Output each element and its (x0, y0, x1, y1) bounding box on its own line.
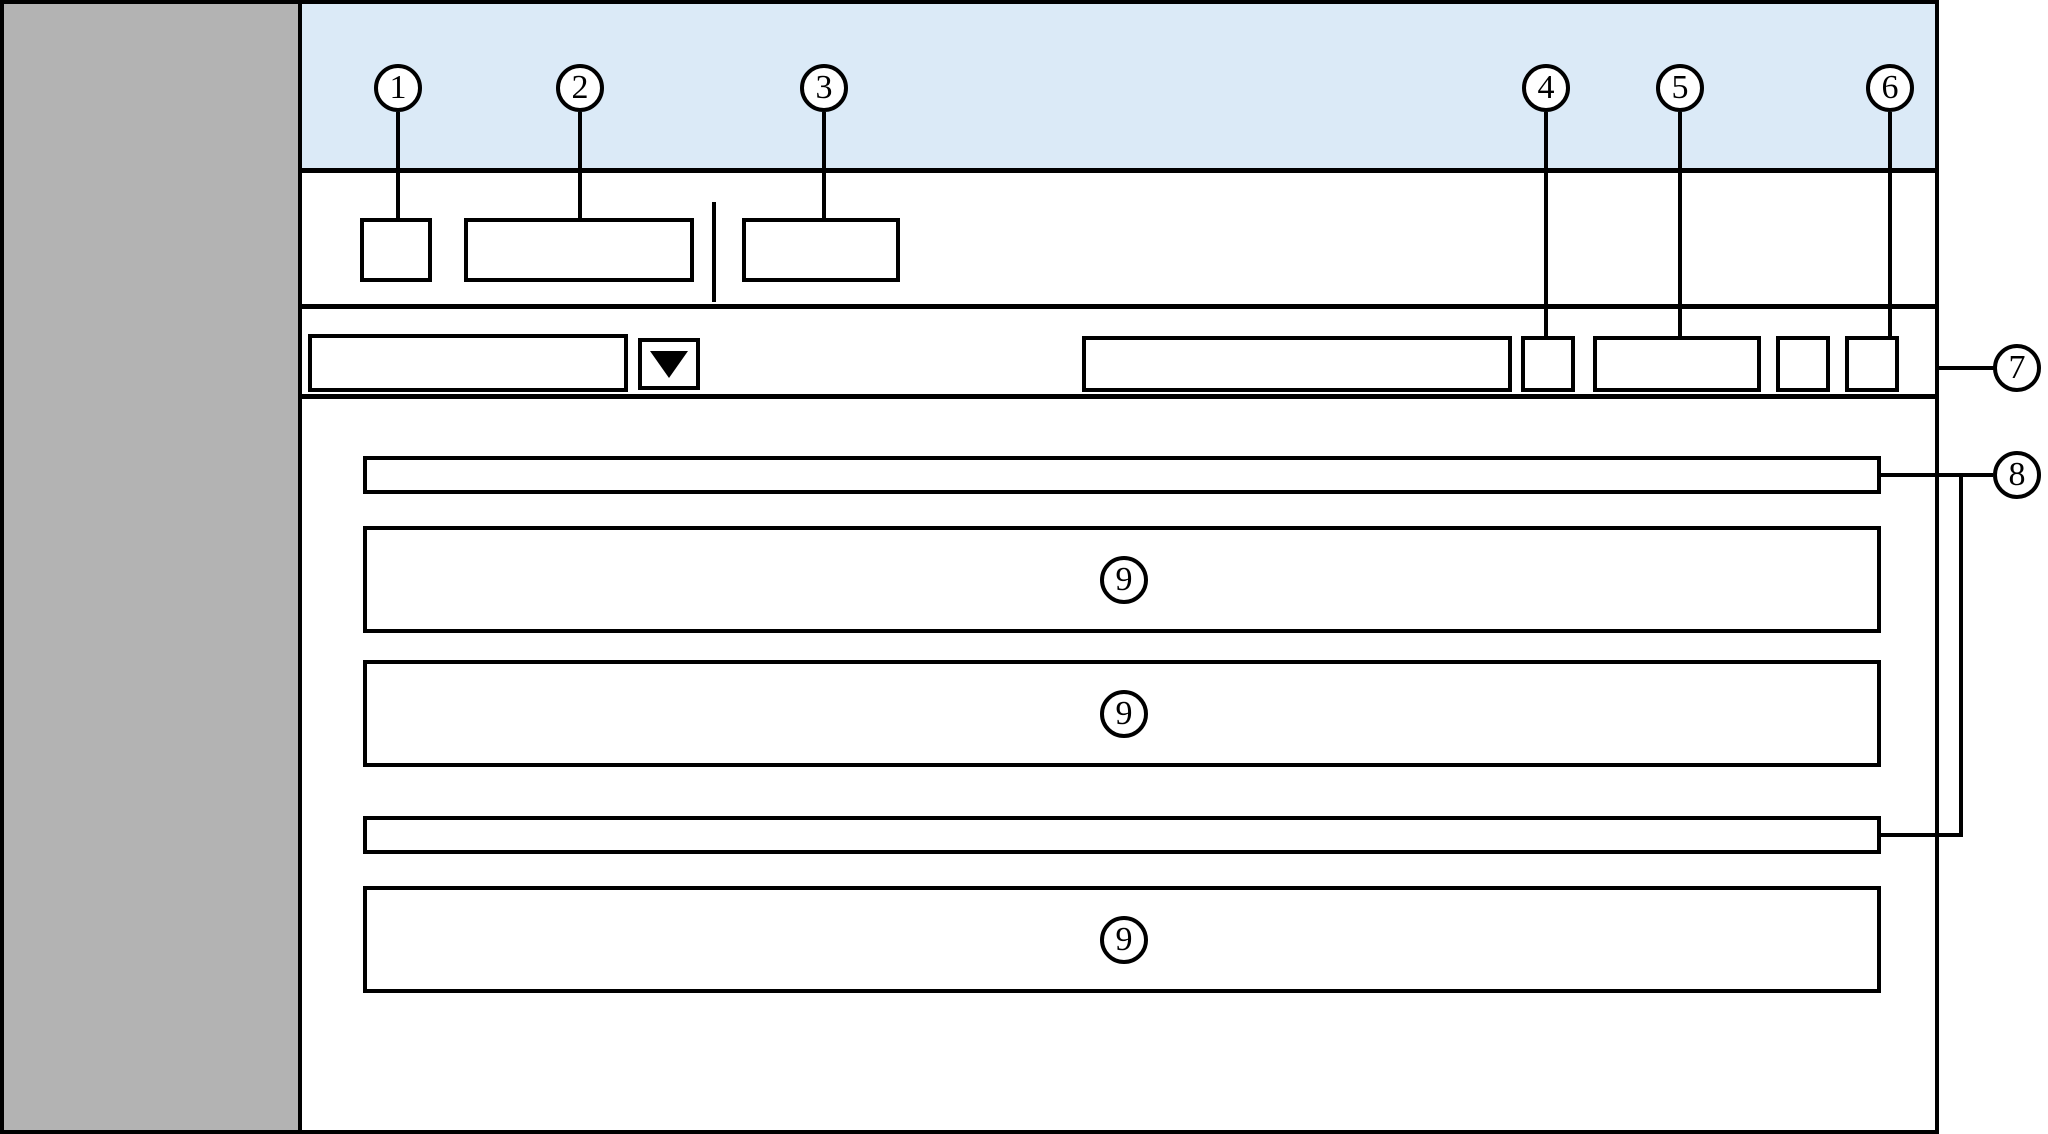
callout-marker-6: 6 (1866, 64, 1914, 112)
leader-line-6 (1888, 112, 1892, 338)
leader-line-8-top-stub (1879, 473, 1993, 477)
leader-line-7 (1937, 366, 1995, 370)
leader-line-8-bottom-stub (1879, 833, 1963, 837)
callout-marker-8: 8 (1993, 451, 2041, 499)
toolbar-icon-button-1[interactable] (1521, 336, 1575, 392)
menubar-primary-button[interactable] (464, 218, 694, 282)
menubar-separator (712, 202, 716, 302)
callout-9-panel-2: 9 (1100, 690, 1148, 738)
toolbar-icon-button-3[interactable] (1845, 336, 1899, 392)
callout-marker-7: 7 (1993, 344, 2041, 392)
toolbar-wide-button[interactable] (1593, 336, 1761, 392)
toolbar-bottom-rule (298, 394, 1939, 399)
callout-marker-1: 1 (374, 64, 422, 112)
group-header-row-1[interactable] (363, 456, 1881, 494)
leader-line-3 (822, 112, 826, 220)
menubar-bottom-rule (298, 304, 1939, 309)
main-window-frame (298, 0, 1939, 1134)
menubar-secondary-button[interactable] (742, 218, 900, 282)
leader-line-2 (578, 112, 582, 220)
toolbar-wide-input[interactable] (1082, 336, 1512, 392)
callout-marker-5: 5 (1656, 64, 1704, 112)
toolbar-icon-button-2[interactable] (1776, 336, 1830, 392)
leader-line-1 (396, 112, 400, 220)
callout-marker-4: 4 (1522, 64, 1570, 112)
callout-marker-3: 3 (800, 64, 848, 112)
leader-line-5 (1678, 112, 1682, 338)
toolbar-dropdown-button[interactable] (638, 338, 700, 390)
header-band-bottom-rule (298, 168, 1939, 173)
callout-9-panel-1: 9 (1100, 556, 1148, 604)
callout-marker-2: 2 (556, 64, 604, 112)
toolbar-search-input[interactable] (308, 334, 628, 392)
navigation-sidebar[interactable] (0, 0, 302, 1134)
menubar-icon-button[interactable] (360, 218, 432, 282)
leader-line-4 (1544, 112, 1548, 338)
caret-down-icon (650, 350, 688, 378)
leader-line-8-spine (1959, 473, 1963, 837)
callout-9-panel-3: 9 (1100, 916, 1148, 964)
group-header-row-2[interactable] (363, 816, 1881, 854)
